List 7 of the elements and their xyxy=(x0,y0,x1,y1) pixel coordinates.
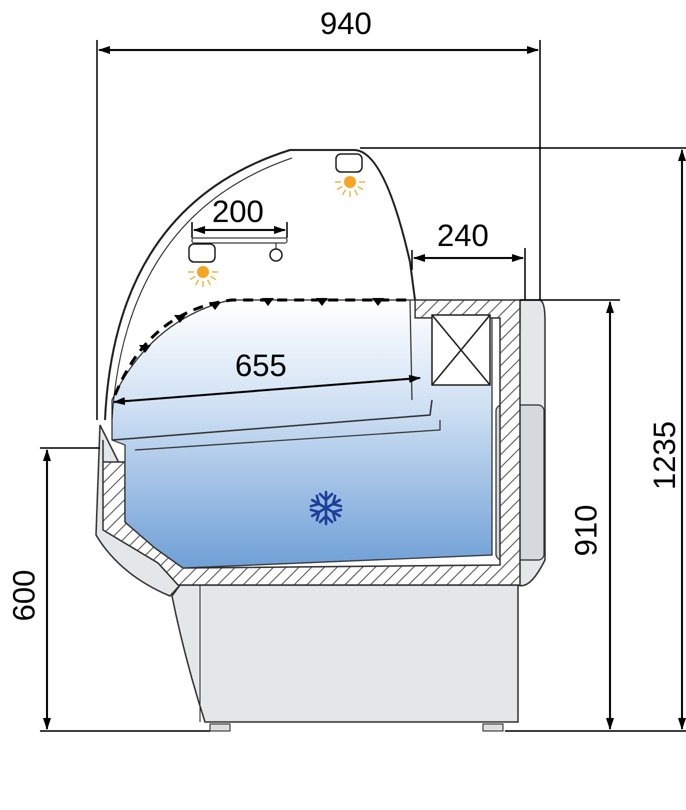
dimension-label: 200 xyxy=(212,196,264,227)
dimension-label: 600 xyxy=(8,570,40,622)
dimension-label: 910 xyxy=(570,504,602,556)
dimension-label: 1235 xyxy=(648,421,680,490)
dimension-label: 655 xyxy=(235,350,287,381)
dimension-label: 940 xyxy=(320,8,372,39)
dimension-label: 240 xyxy=(437,220,489,251)
